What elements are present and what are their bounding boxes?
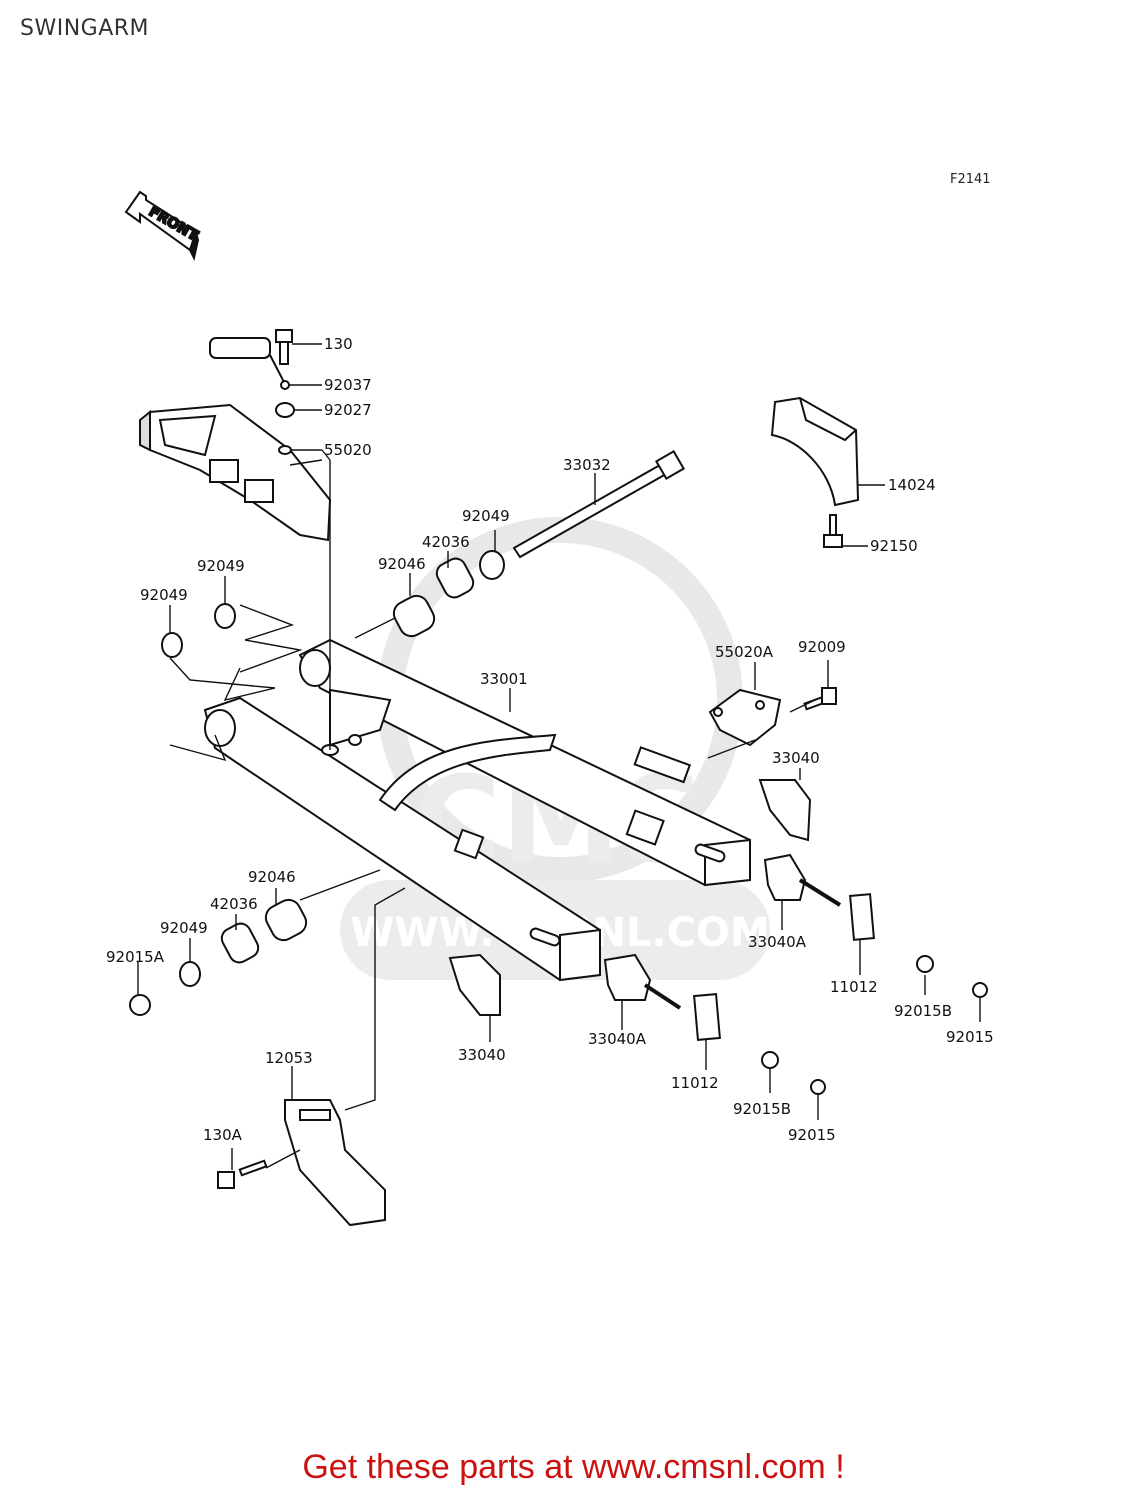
footer-promo-link[interactable]: Get these parts at www.cmsnl.com ! (302, 1448, 845, 1486)
bolt-92150-icon (823, 514, 843, 548)
bearing-92046-icon (392, 594, 436, 638)
callout-label: 92015B (733, 1100, 791, 1118)
callout-label: 130A (203, 1126, 243, 1144)
callout-label: 92015B (894, 1002, 952, 1020)
callout-label: 92027 (324, 401, 372, 419)
chain-adjuster-33040 (758, 779, 812, 842)
page-title: SWINGARM (20, 16, 150, 41)
callout-label: 92046 (378, 555, 426, 573)
leader-lines (137, 343, 981, 1170)
block-11012b-icon (693, 993, 721, 1041)
bearing-92046b-icon (264, 898, 308, 942)
chain-adjuster-33040-lower (448, 953, 501, 1016)
callout-label: 33040A (588, 1030, 647, 1048)
collar-42036-icon (435, 557, 475, 599)
nut-92015b-lower-icon (761, 1051, 779, 1069)
bolt-92009-icon (803, 687, 837, 711)
callout-label: 92046 (248, 868, 296, 886)
seal-92049c-icon (161, 632, 183, 658)
callout-label: 92049 (462, 507, 510, 525)
callout-label: 92049 (197, 557, 245, 575)
callout-label: 14024 (888, 476, 936, 494)
callout-label: 33040 (458, 1046, 506, 1064)
bracket-55020a (708, 688, 782, 747)
washer-92027-icon (275, 402, 295, 418)
callout-label: 11012 (830, 978, 878, 996)
chain-guide-12053 (284, 1099, 386, 1227)
callout-label: 92015 (788, 1126, 836, 1144)
chain-adjuster-33040a-lower (603, 953, 682, 1010)
callout-label: 33001 (480, 670, 528, 688)
nut-92015-icon (972, 982, 988, 998)
callout-label: 92049 (160, 919, 208, 937)
callout-label: 33032 (563, 456, 611, 474)
chain-slider-strap (209, 337, 286, 385)
block-11012-icon (849, 893, 875, 941)
seal-92049-icon (479, 550, 505, 580)
figure-code: F2141 (950, 172, 991, 187)
seal-92049d-icon (179, 961, 201, 987)
nut-92015-lower-icon (810, 1079, 826, 1095)
chain-adjuster-33040a (763, 853, 842, 907)
callout-label: 92015A (106, 948, 165, 966)
front-arrow-icon: FRONT (124, 190, 202, 261)
swingarm-33001 (203, 638, 751, 982)
callout-label: 92015 (946, 1028, 994, 1046)
callout-label: 130 (324, 335, 353, 353)
callout-label: 92049 (140, 586, 188, 604)
seal-92049b-icon (214, 603, 236, 629)
nut-92015b-icon (916, 955, 934, 973)
chain-cover-14024 (770, 396, 860, 507)
callout-label: 11012 (671, 1074, 719, 1092)
callout-label: 42036 (210, 895, 258, 913)
callout-label: 92037 (324, 376, 372, 394)
callout-label: 55020A (715, 643, 774, 661)
callout-label: 12053 (265, 1049, 313, 1067)
chain-guide (139, 403, 332, 542)
collar-92037-icon (280, 380, 290, 390)
callout-label: 92150 (870, 537, 918, 555)
collar-42036b-icon (220, 922, 260, 964)
callout-label: 33040 (772, 749, 820, 767)
callout-label: 92009 (798, 638, 846, 656)
nut-92015a-icon (129, 994, 151, 1016)
bolt-130-icon (275, 329, 293, 365)
callout-label: 42036 (422, 533, 470, 551)
bolt-130a-icon (217, 1159, 268, 1189)
pivot-shaft-33032 (512, 449, 686, 559)
bushing-55020-icon (278, 445, 292, 455)
callouts: 130 92037 92027 55020 33032 14024 92150 … (106, 335, 994, 1144)
callout-label: 33040A (748, 933, 807, 951)
callout-label: 55020 (324, 441, 372, 459)
exploded-parts-diagram: CMS WWW.CMSNL.COM FRONT (106, 190, 994, 1227)
